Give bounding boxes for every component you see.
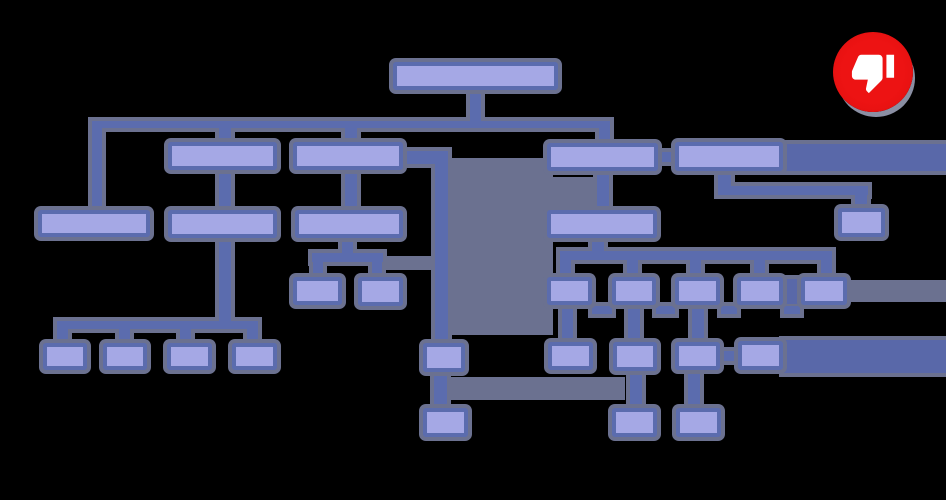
connector [342, 238, 353, 253]
connector [688, 371, 700, 408]
connector [434, 372, 447, 408]
tree-node[interactable] [675, 142, 783, 171]
tree-node[interactable] [295, 210, 403, 238]
shadow-shape [445, 377, 625, 400]
connector [57, 321, 258, 329]
tree-node[interactable] [738, 341, 783, 370]
tree-node[interactable] [103, 343, 147, 370]
connector [247, 321, 258, 343]
tree-node[interactable] [168, 142, 277, 170]
connector [119, 329, 130, 343]
tree-node[interactable] [838, 208, 885, 237]
connector [720, 351, 738, 361]
tree-node[interactable] [167, 343, 212, 370]
connector [630, 371, 642, 408]
tree-node[interactable] [393, 62, 558, 90]
connector [692, 305, 704, 342]
tree-node[interactable] [43, 343, 87, 370]
connector [721, 306, 737, 314]
tree-node[interactable] [168, 210, 277, 238]
tree-node[interactable] [423, 408, 468, 437]
tree-node[interactable] [293, 277, 342, 305]
tree-node[interactable] [547, 277, 592, 305]
connector [372, 262, 382, 278]
tree-node[interactable] [38, 210, 150, 237]
connector [592, 238, 604, 251]
tree-node[interactable] [358, 277, 403, 306]
connector [690, 260, 701, 277]
connector [718, 186, 868, 195]
tree-node[interactable] [612, 408, 657, 437]
tree-node[interactable] [612, 277, 656, 305]
connector [628, 305, 640, 342]
connector [821, 260, 832, 277]
tree-node[interactable] [232, 343, 277, 370]
connector [470, 90, 481, 121]
tree-node[interactable] [676, 408, 721, 437]
connector [599, 128, 610, 143]
dislike-badge[interactable] [833, 32, 913, 112]
tree-node[interactable] [613, 342, 657, 371]
tree-node[interactable] [675, 277, 720, 305]
connector [92, 121, 610, 128]
connector [92, 121, 102, 210]
connector [754, 260, 765, 277]
band [783, 340, 946, 373]
tree-node[interactable] [737, 277, 783, 305]
connector [435, 151, 448, 343]
connector [562, 305, 573, 342]
connector [592, 306, 612, 314]
connector [312, 253, 383, 262]
connector [597, 171, 609, 210]
tree-node[interactable] [548, 342, 593, 370]
tree-node[interactable] [801, 277, 847, 305]
connector [219, 170, 231, 210]
connector [180, 329, 191, 343]
connector [627, 260, 638, 277]
connector [57, 321, 68, 343]
connector [656, 306, 675, 314]
connector [718, 171, 731, 187]
shadow-shape [847, 280, 946, 302]
connector [855, 186, 867, 208]
connector [658, 152, 675, 162]
connector [784, 306, 800, 314]
connector [219, 128, 231, 142]
connector [313, 262, 323, 278]
band [783, 279, 801, 304]
connector [219, 238, 231, 321]
band [783, 144, 946, 171]
shadow-shape [553, 177, 593, 207]
tree-node[interactable] [547, 143, 658, 171]
connector [560, 260, 571, 277]
tree-node[interactable] [423, 343, 465, 372]
connector [560, 251, 832, 260]
shadow-shape [383, 256, 438, 270]
tree-node[interactable] [293, 142, 403, 170]
thumbs-down-icon [850, 49, 896, 95]
shadow-shape [448, 158, 553, 335]
connector [345, 128, 357, 142]
connector [345, 170, 357, 210]
tree-node[interactable] [547, 210, 657, 238]
tree-node[interactable] [675, 342, 720, 370]
